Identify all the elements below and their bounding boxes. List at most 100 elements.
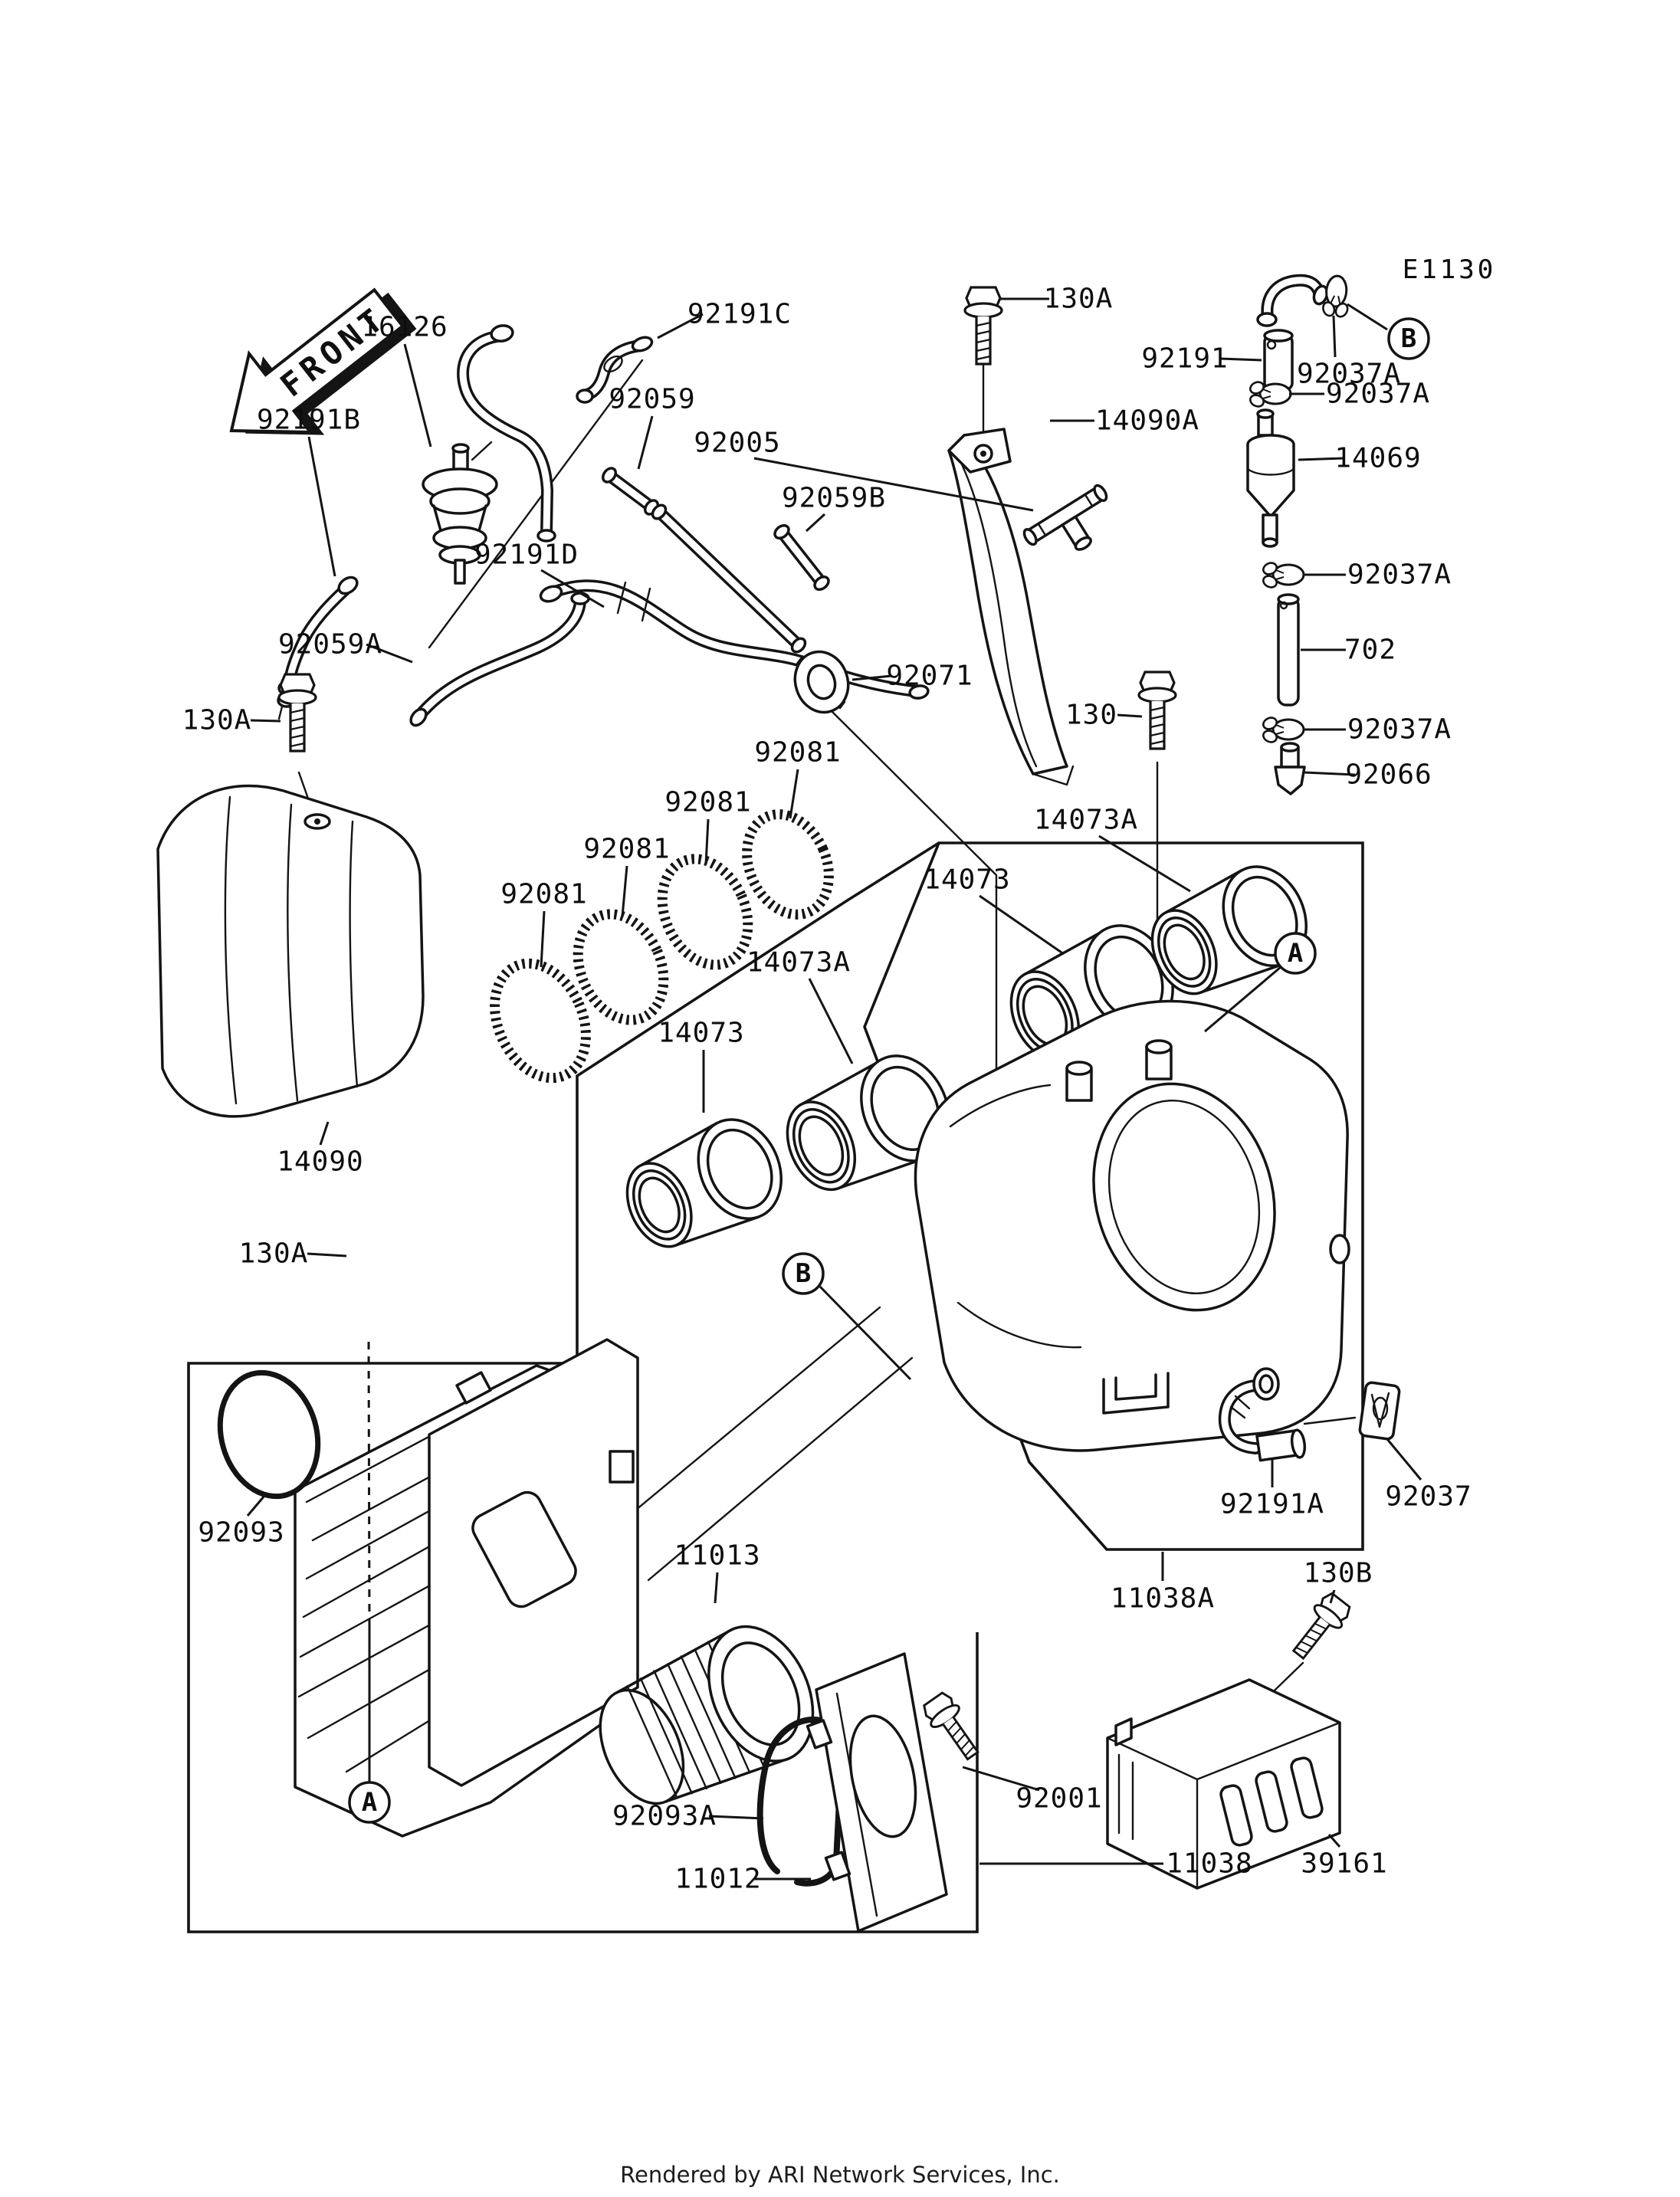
part-label-14069: 14069	[1334, 443, 1420, 474]
part-92037-clamp	[1358, 1381, 1401, 1441]
part-92005-t-fitting	[1022, 484, 1108, 551]
leader-92066	[1304, 771, 1356, 776]
part-label-92191d: 92191D	[474, 539, 578, 571]
label-text-92037a-2: 92037A	[1326, 379, 1430, 410]
leader-14090	[319, 1121, 330, 1146]
label-text-92081-4: 92081	[500, 879, 587, 910]
assembly-box-11038	[187, 1362, 979, 1933]
label-text-92093a: 92093A	[612, 1801, 717, 1832]
part-130-bolt	[1137, 671, 1177, 750]
part-label-92071: 92071	[886, 661, 972, 692]
part-label-92005: 92005	[694, 428, 780, 459]
leader-92093a	[708, 1815, 764, 1820]
label-text-702: 702	[1344, 635, 1396, 666]
leader-130b	[1329, 1589, 1336, 1604]
label-text-16126: 16126	[361, 312, 448, 343]
circle-marker-b-top-right	[1387, 317, 1430, 360]
label-text-14073-upper: 14073	[924, 864, 1010, 896]
part-702-tube	[1277, 593, 1300, 707]
label-text-11012: 11012	[674, 1864, 761, 1895]
leader-92059	[637, 415, 654, 470]
circle-marker-a-bottom-left	[348, 1781, 391, 1824]
label-text-92191a: 92191A	[1220, 1489, 1324, 1520]
part-label-130a-lower-left: 130A	[239, 1238, 308, 1270]
leader-92059a	[366, 643, 413, 664]
leader-92005	[753, 457, 1034, 512]
label-text-39161: 39161	[1301, 1848, 1387, 1880]
leader-14073a-upper	[1098, 835, 1191, 893]
part-label-92037a-1: 92037A	[1297, 359, 1400, 390]
part-92081-springs	[490, 809, 834, 1084]
part-label-16126: 16126	[361, 312, 448, 343]
label-text-92191b: 92191B	[257, 405, 361, 436]
label-text-a-bottom-left: A	[362, 1787, 377, 1818]
leader-92037-right	[1386, 1438, 1422, 1481]
label-text-92081-1: 92081	[754, 737, 841, 769]
part-92191a-elbow	[1218, 1367, 1357, 1462]
part-label-92037-right: 92037	[1385, 1481, 1471, 1513]
part-14090a-bracket	[947, 428, 1075, 786]
leader-92081-2	[704, 818, 710, 865]
label-text-11013: 11013	[674, 1540, 760, 1572]
label-text-b-center: B	[796, 1258, 811, 1289]
part-label-92037a-2: 92037A	[1326, 379, 1430, 410]
part-label-92081-3: 92081	[583, 834, 669, 865]
label-text-92059a: 92059A	[278, 629, 382, 661]
part-92066-plug	[1274, 742, 1306, 795]
part-label-92059b: 92059B	[782, 483, 885, 514]
part-label-14090a: 14090A	[1095, 405, 1199, 437]
part-label-130b: 130B	[1304, 1558, 1373, 1589]
part-130b-bolt	[1284, 1589, 1355, 1666]
leader-130a-lower-left	[307, 1252, 347, 1258]
part-label-14090: 14090	[277, 1146, 363, 1178]
label-text-a-upper: A	[1288, 938, 1303, 969]
part-label-92191: 92191	[1141, 343, 1227, 375]
leader-92093	[246, 1495, 266, 1517]
leader-130-right	[1117, 713, 1143, 718]
part-14069-canister	[1246, 408, 1295, 548]
leader-92081-1	[789, 769, 799, 819]
label-text-130a-left: 130A	[182, 705, 252, 736]
part-label-e1130: E1130	[1403, 254, 1493, 285]
label-text-130-right: 130	[1065, 700, 1117, 731]
part-label-92037a-3: 92037A	[1347, 559, 1452, 591]
part-92191d-hose	[539, 579, 930, 700]
label-text-92005: 92005	[694, 428, 780, 459]
diagram-code: E1130	[1403, 254, 1496, 285]
part-label-a-upper: A	[1274, 932, 1317, 975]
leader-14069	[1298, 457, 1344, 461]
part-label-92059a: 92059A	[278, 629, 382, 661]
label-text-92037a-4: 92037A	[1347, 714, 1452, 746]
leader-16126	[403, 343, 432, 448]
circle-marker-b-center	[782, 1252, 825, 1295]
label-text-b-top-right: B	[1401, 323, 1416, 354]
part-11013-element	[599, 1625, 815, 1805]
part-130a-bolt-top-right	[963, 286, 1003, 366]
part-label-14073a-lower: 14073A	[746, 947, 850, 979]
leader-92081-3	[621, 865, 628, 917]
leader-92071	[851, 674, 892, 681]
part-92191c-hose	[457, 324, 654, 543]
part-label-11013: 11013	[674, 1540, 760, 1572]
part-label-92093: 92093	[198, 1517, 284, 1549]
leader-92059b	[805, 513, 826, 533]
label-text-92066: 92066	[1345, 759, 1432, 791]
part-label-92081-1: 92081	[754, 737, 841, 769]
label-text-92059: 92059	[609, 384, 695, 415]
part-label-11038: 11038	[1166, 1848, 1252, 1880]
label-text-14090a: 14090A	[1095, 405, 1199, 437]
part-92093-oring	[217, 1369, 321, 1500]
label-text-92093: 92093	[198, 1517, 284, 1549]
leader-92081-4	[540, 910, 546, 968]
part-11012-plate	[806, 1652, 948, 1933]
part-label-a-bottom-left: A	[348, 1781, 391, 1824]
part-92037a-clamp-4	[1260, 714, 1305, 746]
part-label-92081-4: 92081	[500, 879, 587, 910]
label-text-92037a-3: 92037A	[1347, 559, 1452, 591]
part-label-92066: 92066	[1345, 759, 1432, 791]
label-text-14073-lower: 14073	[658, 1018, 744, 1049]
part-39161-duct	[1106, 1678, 1341, 1890]
